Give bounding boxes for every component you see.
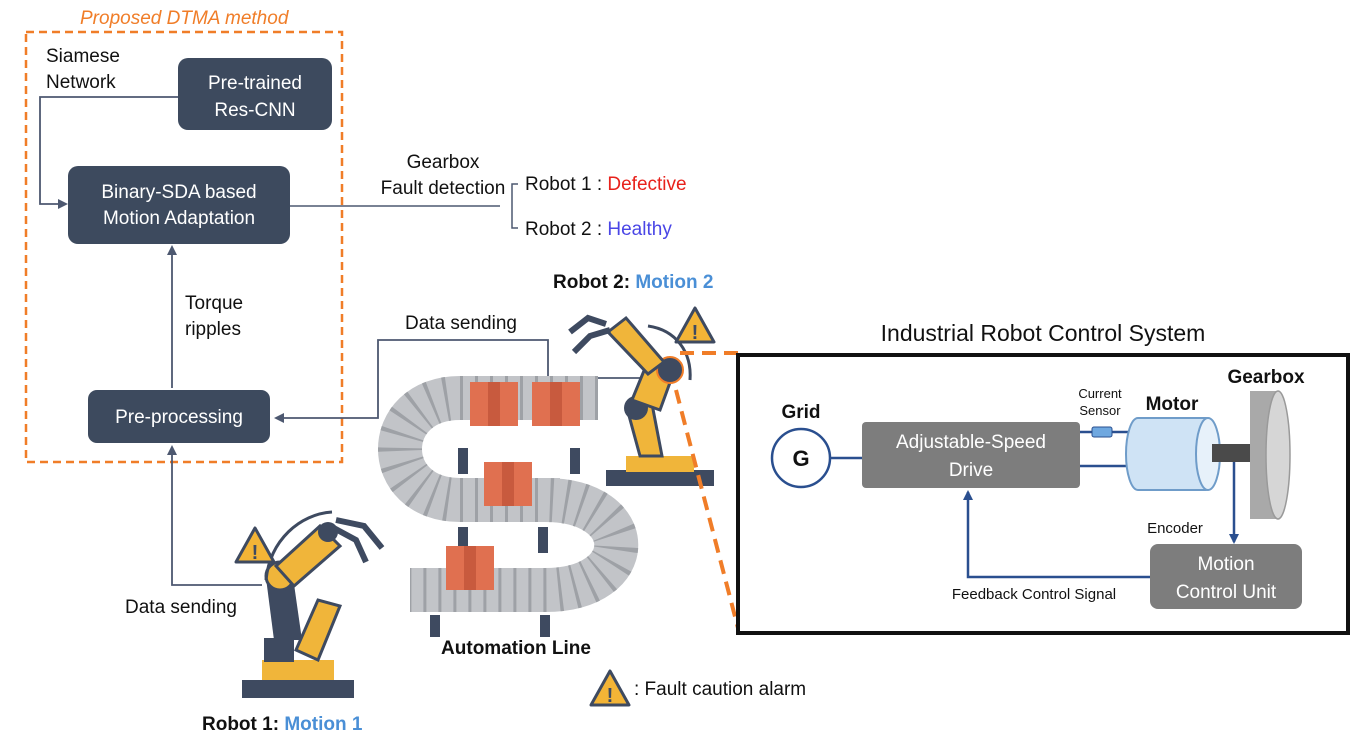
- siamese-label: Network: [46, 72, 116, 93]
- pretrained-box: [178, 58, 332, 130]
- robot-arm-icon: [242, 510, 385, 698]
- binary-sda-box: [68, 166, 290, 244]
- automation-line-label: Automation Line: [441, 638, 591, 659]
- conveyor-illustration: [378, 376, 639, 637]
- legend-alarm-label: : Fault caution alarm: [634, 679, 806, 700]
- grid-letter: G: [792, 446, 809, 471]
- detection-label: Fault detection: [381, 178, 506, 199]
- svg-text:!: !: [692, 322, 699, 344]
- warning-icon: !: [589, 669, 631, 707]
- package-icon: [446, 546, 494, 590]
- data-sending-top-connector: [274, 339, 549, 423]
- motor-shaft: [1212, 444, 1256, 462]
- feedback-label: Feedback Control Signal: [952, 586, 1116, 603]
- detection-label: Gearbox: [407, 152, 480, 173]
- robot-arm-icon: [568, 314, 714, 486]
- mcu-label: Motion: [1197, 554, 1254, 575]
- current-sensor-label: Current: [1078, 386, 1122, 401]
- preprocessing-box: [88, 390, 270, 443]
- current-sensor: [1091, 426, 1113, 438]
- torque-label: Torque: [185, 293, 243, 314]
- encoder-label: Encoder: [1147, 520, 1203, 537]
- gearbox-label: Gearbox: [1227, 367, 1305, 388]
- binary-sda-label: Binary-SDA based: [101, 182, 256, 203]
- data-sending-bottom-label: Data sending: [125, 597, 237, 618]
- zoom-connector: [674, 351, 740, 629]
- dtma-title: Proposed DTMA method: [80, 8, 290, 29]
- gearbox-face: [1265, 390, 1291, 520]
- package-icon: [484, 462, 532, 506]
- binary-sda-label: Motion Adaptation: [103, 208, 255, 229]
- feedback-arrow: [963, 490, 1150, 579]
- package-icon: [532, 382, 580, 426]
- robot1-result: Robot 1 : Defective: [525, 174, 687, 195]
- mcu-label: Control Unit: [1176, 582, 1277, 603]
- warning-icon: !: [674, 306, 716, 344]
- drive-label: Drive: [949, 460, 993, 481]
- siamese-connector: [39, 96, 178, 209]
- svg-text:!: !: [252, 542, 259, 564]
- drive-label: Adjustable-Speed: [896, 432, 1046, 453]
- mcu-box: [1150, 544, 1302, 609]
- robot2-label: Robot 2: Motion 2: [553, 272, 713, 293]
- pretrained-label: Pre-trained: [208, 73, 302, 94]
- preprocessing-label: Pre-processing: [115, 407, 243, 428]
- pretrained-label: Res-CNN: [214, 100, 295, 121]
- drive-box: [862, 422, 1080, 488]
- siamese-label: Siamese: [46, 46, 120, 67]
- robot2-result: Robot 2 : Healthy: [525, 219, 672, 240]
- package-icon: [470, 382, 518, 426]
- current-sensor-label: Sensor: [1079, 403, 1121, 418]
- grid-label: Grid: [781, 402, 820, 423]
- warning-icon: !: [234, 526, 276, 564]
- detection-bracket: [511, 183, 518, 229]
- dtma-region: [24, 30, 344, 464]
- svg-text:!: !: [607, 685, 614, 707]
- torque-label: ripples: [185, 319, 241, 340]
- robot1-label: Robot 1: Motion 1: [202, 714, 363, 735]
- motor-label: Motor: [1146, 394, 1199, 415]
- data-sending-bottom-connector: [167, 445, 262, 586]
- control-title: Industrial Robot Control System: [881, 320, 1206, 346]
- data-sending-top-label: Data sending: [405, 313, 517, 334]
